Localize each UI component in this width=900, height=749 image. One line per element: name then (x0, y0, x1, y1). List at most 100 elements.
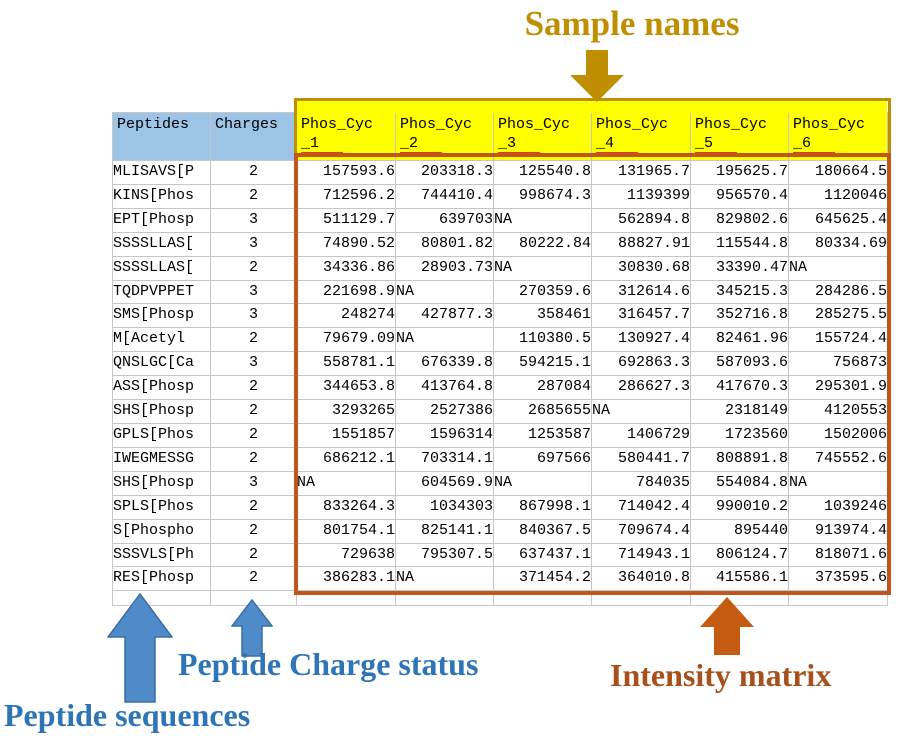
peptide-cell[interactable]: RES[Phosp (112, 566, 211, 592)
intensity-cell[interactable]: 157593.6 (296, 160, 396, 185)
column-header-sample-6[interactable]: Phos_Cyc_6 (788, 112, 888, 161)
intensity-cell[interactable]: 115544.8 (690, 231, 789, 257)
intensity-cell[interactable]: 580441.7 (591, 446, 691, 472)
charge-cell[interactable]: 2 (210, 542, 297, 568)
intensity-cell[interactable]: 125540.8 (493, 160, 592, 185)
intensity-cell[interactable]: 709674.4 (591, 518, 691, 544)
peptide-cell[interactable]: KINS[Phos (112, 183, 211, 209)
intensity-cell[interactable]: NA (493, 255, 592, 281)
intensity-cell[interactable]: 825141.1 (395, 518, 494, 544)
column-header-charges[interactable]: Charges (210, 112, 297, 161)
intensity-cell[interactable]: 1034303 (395, 494, 494, 520)
intensity-cell[interactable]: 155724.4 (788, 327, 888, 353)
column-header-sample-4[interactable]: Phos_Cyc_4 (591, 112, 691, 161)
charge-cell[interactable]: 2 (210, 160, 297, 185)
intensity-cell[interactable]: 74890.52 (296, 231, 396, 257)
peptide-cell[interactable]: ASS[Phosp (112, 375, 211, 401)
intensity-cell[interactable]: NA (591, 399, 691, 424)
peptide-cell[interactable]: SSSSLLAS[ (112, 231, 211, 257)
peptide-cell[interactable]: SSSVLS[Ph (112, 542, 211, 568)
intensity-cell[interactable]: 784035 (591, 470, 691, 496)
intensity-cell[interactable]: 756873 (788, 351, 888, 377)
intensity-cell[interactable]: 364010.8 (591, 566, 691, 592)
intensity-cell[interactable]: 703314.1 (395, 446, 494, 472)
intensity-cell[interactable]: 594215.1 (493, 351, 592, 377)
intensity-cell[interactable]: 745552.6 (788, 446, 888, 472)
charge-cell[interactable]: 3 (210, 279, 297, 305)
intensity-cell[interactable]: NA (493, 207, 592, 233)
intensity-cell[interactable]: 34336.86 (296, 255, 396, 281)
peptide-cell[interactable]: M[Acetyl (112, 327, 211, 353)
intensity-cell[interactable]: 413764.8 (395, 375, 494, 401)
intensity-cell[interactable]: 82461.96 (690, 327, 789, 353)
intensity-cell[interactable]: 415586.1 (690, 566, 789, 592)
intensity-cell[interactable]: 2685655 (493, 399, 592, 424)
charge-cell[interactable]: 3 (210, 470, 297, 496)
charge-cell[interactable]: 2 (210, 494, 297, 520)
intensity-cell[interactable]: 2527386 (395, 399, 494, 424)
intensity-cell[interactable]: 801754.1 (296, 518, 396, 544)
intensity-cell[interactable]: NA (788, 255, 888, 281)
intensity-cell[interactable]: 358461 (493, 303, 592, 329)
charge-cell[interactable]: 2 (210, 327, 297, 353)
charge-cell[interactable]: 2 (210, 255, 297, 281)
charge-cell[interactable]: 3 (210, 303, 297, 329)
intensity-cell[interactable]: NA (788, 470, 888, 496)
charge-cell[interactable]: 2 (210, 183, 297, 209)
intensity-cell[interactable]: 2318149 (690, 399, 789, 424)
peptide-cell[interactable]: QNSLGC[Ca (112, 351, 211, 377)
peptide-cell[interactable]: SHS[Phosp (112, 399, 211, 424)
intensity-cell[interactable]: 714042.4 (591, 494, 691, 520)
intensity-cell[interactable]: 1253587 (493, 422, 592, 448)
intensity-cell[interactable]: 840367.5 (493, 518, 592, 544)
intensity-cell[interactable]: 386283.1 (296, 566, 396, 592)
intensity-cell[interactable]: 1723560 (690, 422, 789, 448)
peptide-cell[interactable]: MLISAVS[P (112, 160, 211, 185)
intensity-cell[interactable]: 1039246 (788, 494, 888, 520)
charge-cell[interactable]: 2 (210, 518, 297, 544)
intensity-cell[interactable]: 554084.8 (690, 470, 789, 496)
intensity-cell[interactable]: 33390.47 (690, 255, 789, 281)
charge-cell[interactable]: 2 (210, 422, 297, 448)
column-header-sample-5[interactable]: Phos_Cyc_5 (690, 112, 789, 161)
intensity-cell[interactable]: 248274 (296, 303, 396, 329)
intensity-cell[interactable]: 344653.8 (296, 375, 396, 401)
intensity-cell[interactable]: 697566 (493, 446, 592, 472)
charge-cell[interactable]: 3 (210, 351, 297, 377)
charge-cell[interactable]: 2 (210, 399, 297, 424)
charge-cell[interactable]: 3 (210, 207, 297, 233)
charge-cell[interactable]: 3 (210, 231, 297, 257)
charge-cell[interactable]: 2 (210, 446, 297, 472)
charge-cell[interactable]: 2 (210, 375, 297, 401)
peptide-cell[interactable]: SMS[Phosp (112, 303, 211, 329)
peptide-cell[interactable]: SHS[Phosp (112, 470, 211, 496)
intensity-cell[interactable]: 131965.7 (591, 160, 691, 185)
intensity-cell[interactable]: 180664.5 (788, 160, 888, 185)
intensity-cell[interactable]: 744410.4 (395, 183, 494, 209)
intensity-cell[interactable]: 818071.6 (788, 542, 888, 568)
peptide-cell[interactable]: TQDPVPPET (112, 279, 211, 305)
intensity-cell[interactable]: 1596314 (395, 422, 494, 448)
charge-cell[interactable]: 2 (210, 566, 297, 592)
column-header-sample-3[interactable]: Phos_Cyc_3 (493, 112, 592, 161)
intensity-cell[interactable]: 511129.7 (296, 207, 396, 233)
intensity-cell[interactable]: 829802.6 (690, 207, 789, 233)
intensity-cell[interactable]: 867998.1 (493, 494, 592, 520)
intensity-cell[interactable]: 30830.68 (591, 255, 691, 281)
peptide-cell[interactable]: IWEGMESSG (112, 446, 211, 472)
intensity-cell[interactable]: 373595.6 (788, 566, 888, 592)
column-header-peptides[interactable]: Peptides (112, 112, 211, 161)
intensity-cell[interactable]: 998674.3 (493, 183, 592, 209)
intensity-cell[interactable]: 287084 (493, 375, 592, 401)
column-header-sample-2[interactable]: Phos_Cyc_2 (395, 112, 494, 161)
intensity-cell[interactable]: 270359.6 (493, 279, 592, 305)
peptide-cell[interactable]: EPT[Phosp (112, 207, 211, 233)
peptide-cell[interactable]: GPLS[Phos (112, 422, 211, 448)
peptide-cell[interactable]: SPLS[Phos (112, 494, 211, 520)
intensity-cell[interactable]: 729638 (296, 542, 396, 568)
intensity-cell[interactable]: 604569.9 (395, 470, 494, 496)
peptide-cell[interactable]: SSSSLLAS[ (112, 255, 211, 281)
peptide-cell[interactable]: S[Phospho (112, 518, 211, 544)
intensity-cell[interactable]: 990010.2 (690, 494, 789, 520)
intensity-cell[interactable]: 895440 (690, 518, 789, 544)
